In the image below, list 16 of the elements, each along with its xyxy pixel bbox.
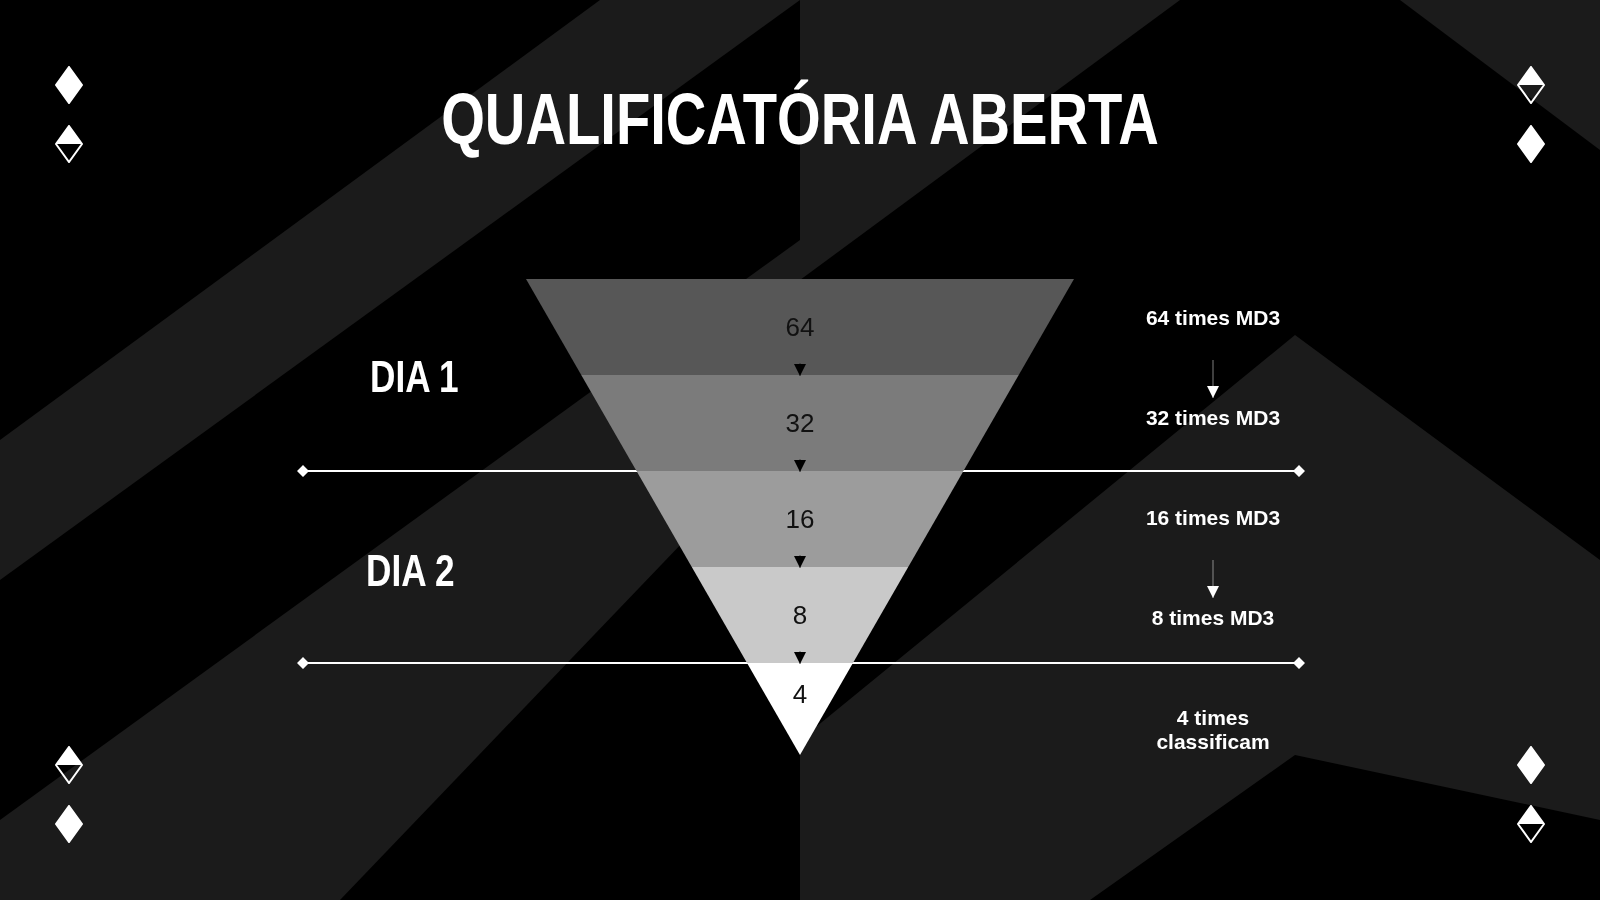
funnel-band: 8 (691, 567, 909, 663)
arrow (794, 362, 806, 377)
funnel-band: 64 (526, 279, 1074, 375)
stage-text: 32 times MD3 (1093, 406, 1333, 430)
day-label: DIA 2 (366, 546, 455, 596)
arrow (794, 554, 806, 569)
stage-text: 16 times MD3 (1093, 506, 1333, 530)
arrow (794, 650, 806, 665)
stage-text: 4 times classificam (1093, 706, 1333, 754)
funnel-band: 32 (581, 375, 1019, 471)
stage-text: 8 times MD3 (1093, 606, 1333, 630)
day-label: DIA 1 (370, 352, 459, 402)
arrow (794, 458, 806, 473)
funnel-band: 16 (636, 471, 964, 567)
stage-text: 64 times MD3 (1093, 306, 1333, 330)
title: QUALIFICATÓRIA ABERTA (441, 78, 1159, 160)
